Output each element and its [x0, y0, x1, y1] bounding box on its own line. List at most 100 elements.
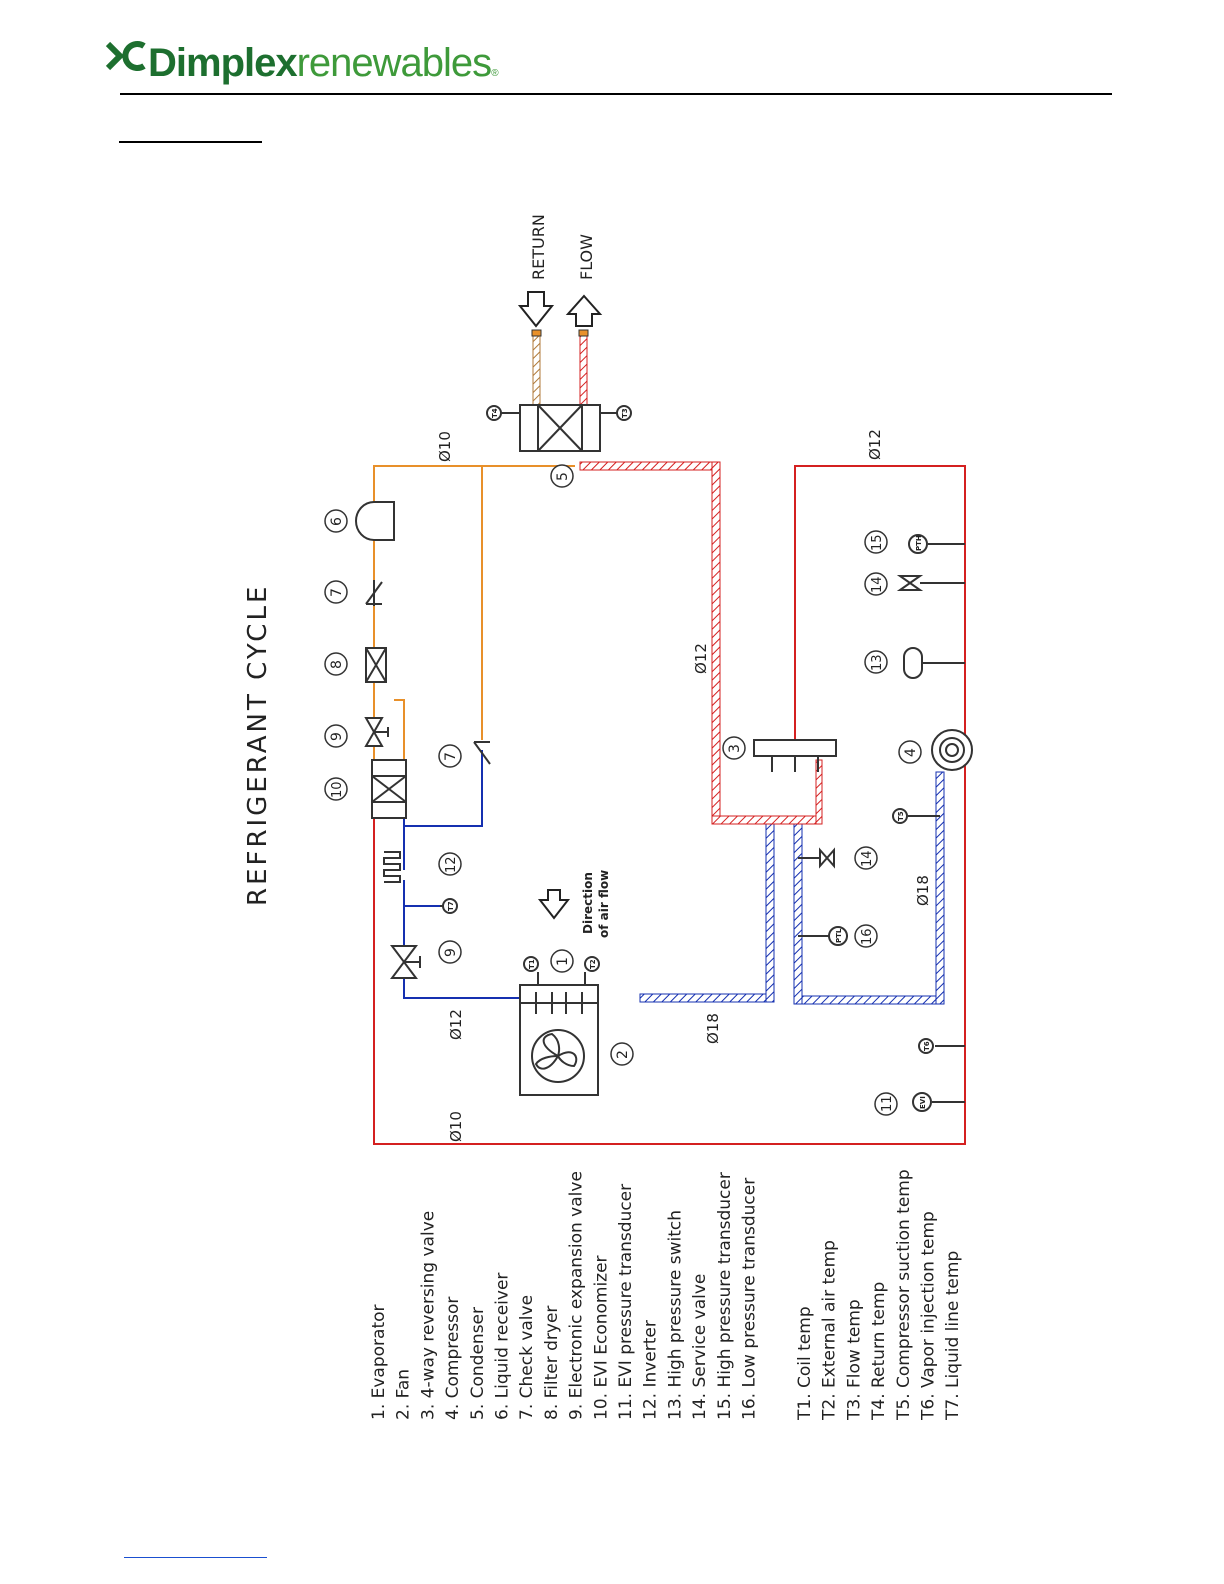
legend-temp-1: T1. Coil temp — [795, 1306, 815, 1421]
callout-2: 2 — [610, 1042, 634, 1066]
callout-8-label: 8 — [329, 660, 345, 669]
evaporator-icon — [519, 984, 599, 1096]
legend-component-12: 12. Inverter — [641, 1320, 661, 1420]
sensor-t6: T6 — [918, 1038, 934, 1054]
sensor-ptl-label: PTL — [835, 928, 843, 943]
service-valve-icon — [896, 575, 965, 591]
sensor-t6-label: T6 — [923, 1041, 931, 1051]
compressor-icon — [931, 729, 973, 771]
callout-7-lower-label: 7 — [443, 752, 459, 761]
air-flow-arrow-icon — [537, 889, 571, 920]
legend-component-8: 8. Filter dryer — [542, 1306, 562, 1420]
expansion-valve-lower-icon — [390, 945, 421, 979]
suction-pipe-hatched — [639, 771, 945, 1005]
callout-9-lower: 9 — [438, 940, 462, 964]
callout-4: 4 — [898, 740, 922, 764]
legend-temp-4: T4. Return temp — [869, 1282, 889, 1421]
pipe-label-d10-top: Ø10 — [436, 431, 454, 462]
legend-component-11: 11. EVI pressure transducer — [616, 1184, 636, 1420]
return-arrow-icon — [517, 291, 555, 328]
legend-component-14: 14. Service valve — [690, 1274, 710, 1420]
legend-component-7: 7. Check valve — [517, 1295, 537, 1420]
flow-label: FLOW — [577, 234, 596, 280]
section-title-underline — [119, 141, 262, 143]
callout-1-label: 1 — [555, 957, 571, 966]
sensor-t5-label: T5 — [897, 811, 905, 821]
air-flow-label-line1: Direction — [581, 872, 595, 934]
callout-8: 8 — [324, 652, 348, 676]
callout-5-label: 5 — [555, 472, 571, 481]
callout-5: 5 — [550, 464, 574, 488]
legend-component-10: 10. EVI Economizer — [591, 1255, 611, 1420]
air-flow-label-line2: of air flow — [597, 870, 611, 938]
legend-component-16: 16. Low pressure transducer — [740, 1178, 760, 1420]
filter-dryer-icon — [365, 647, 387, 683]
callout-12-label: 12 — [444, 856, 459, 873]
check-valve-lower-icon — [473, 741, 491, 765]
sensor-evi-label: EVI — [919, 1096, 927, 1109]
callout-9-lower-label: 9 — [443, 948, 459, 957]
callout-14-top-label: 14 — [870, 576, 885, 593]
callout-13: 13 — [864, 650, 888, 674]
reversing-valve-icon — [753, 739, 837, 772]
callout-16-label: 16 — [860, 928, 875, 945]
inverter-icon — [383, 851, 401, 883]
callout-3: 3 — [722, 736, 746, 760]
legend-component-4: 4. Compressor — [443, 1297, 463, 1420]
callout-15-label: 15 — [870, 534, 885, 551]
callout-9-top: 9 — [324, 724, 348, 748]
pipe-label-d18-right: Ø18 — [914, 875, 932, 906]
callout-1: 1 — [550, 949, 574, 973]
callout-10: 10 — [324, 777, 348, 801]
legend-temp-6: T6. Vapor injection temp — [919, 1211, 939, 1421]
footer-rule — [124, 1557, 267, 1558]
legend-component-3: 3. 4-way reversing valve — [418, 1211, 438, 1420]
dimplex-logo-icon — [105, 41, 146, 71]
legend-temp-7: T7. Liquid line temp — [943, 1251, 963, 1421]
legend-component-1: 1. Evaporator — [369, 1304, 389, 1420]
callout-14-top: 14 — [864, 572, 888, 596]
service-valve-lower-icon — [798, 847, 835, 869]
pipe-label-d18-left: Ø18 — [704, 1013, 722, 1044]
callout-7-top: 7 — [324, 580, 348, 604]
legend-temp-3: T3. Flow temp — [844, 1299, 864, 1421]
sensor-t3-label: T3 — [621, 408, 629, 418]
pipe-label-d10-left: Ø10 — [447, 1111, 465, 1142]
evi-economizer-icon — [371, 759, 407, 819]
sensor-t5: T5 — [892, 808, 908, 824]
flow-arrow-icon — [565, 294, 603, 327]
check-valve-icon — [365, 580, 383, 606]
orange-refrigerant-line — [373, 465, 575, 760]
diagram-title: REFRIGERANT CYCLE — [243, 584, 273, 906]
callout-14-lower-label: 14 — [860, 850, 875, 867]
logo-brand-text: Dimplex — [148, 41, 298, 85]
callout-16: 16 — [854, 924, 878, 948]
legend-component-13: 13. High pressure switch — [665, 1210, 685, 1420]
callout-10-label: 10 — [330, 781, 345, 798]
legend-component-6: 6. Liquid receiver — [493, 1273, 513, 1420]
sensor-ptl: PTL — [828, 926, 848, 946]
fan-icon — [531, 1029, 585, 1083]
high-pressure-switch-icon — [903, 647, 965, 679]
callout-6-label: 6 — [329, 517, 345, 526]
sensor-evi: EVI — [912, 1092, 932, 1112]
callout-14-lower: 14 — [854, 846, 878, 870]
sensor-t1-label: T1 — [528, 959, 536, 969]
hot-gas-pipe-hatched — [579, 461, 823, 825]
liquid-receiver-icon — [355, 501, 395, 541]
expansion-valve-icon — [364, 717, 389, 747]
sensor-pth-label: PTH — [915, 535, 923, 551]
sensor-t3: T3 — [616, 405, 632, 421]
sensor-t2: T2 — [584, 956, 600, 972]
legend-component-9: 9. Electronic expansion valve — [567, 1171, 587, 1420]
legend-component-5: 5. Condenser — [468, 1307, 488, 1420]
legend-component-2: 2. Fan — [394, 1369, 414, 1420]
sensor-t7: T7 — [442, 898, 458, 914]
pipe-label-d12-mid: Ø12 — [692, 643, 710, 674]
callout-9-top-label: 9 — [329, 732, 345, 741]
sensor-t7-label: T7 — [447, 901, 455, 911]
